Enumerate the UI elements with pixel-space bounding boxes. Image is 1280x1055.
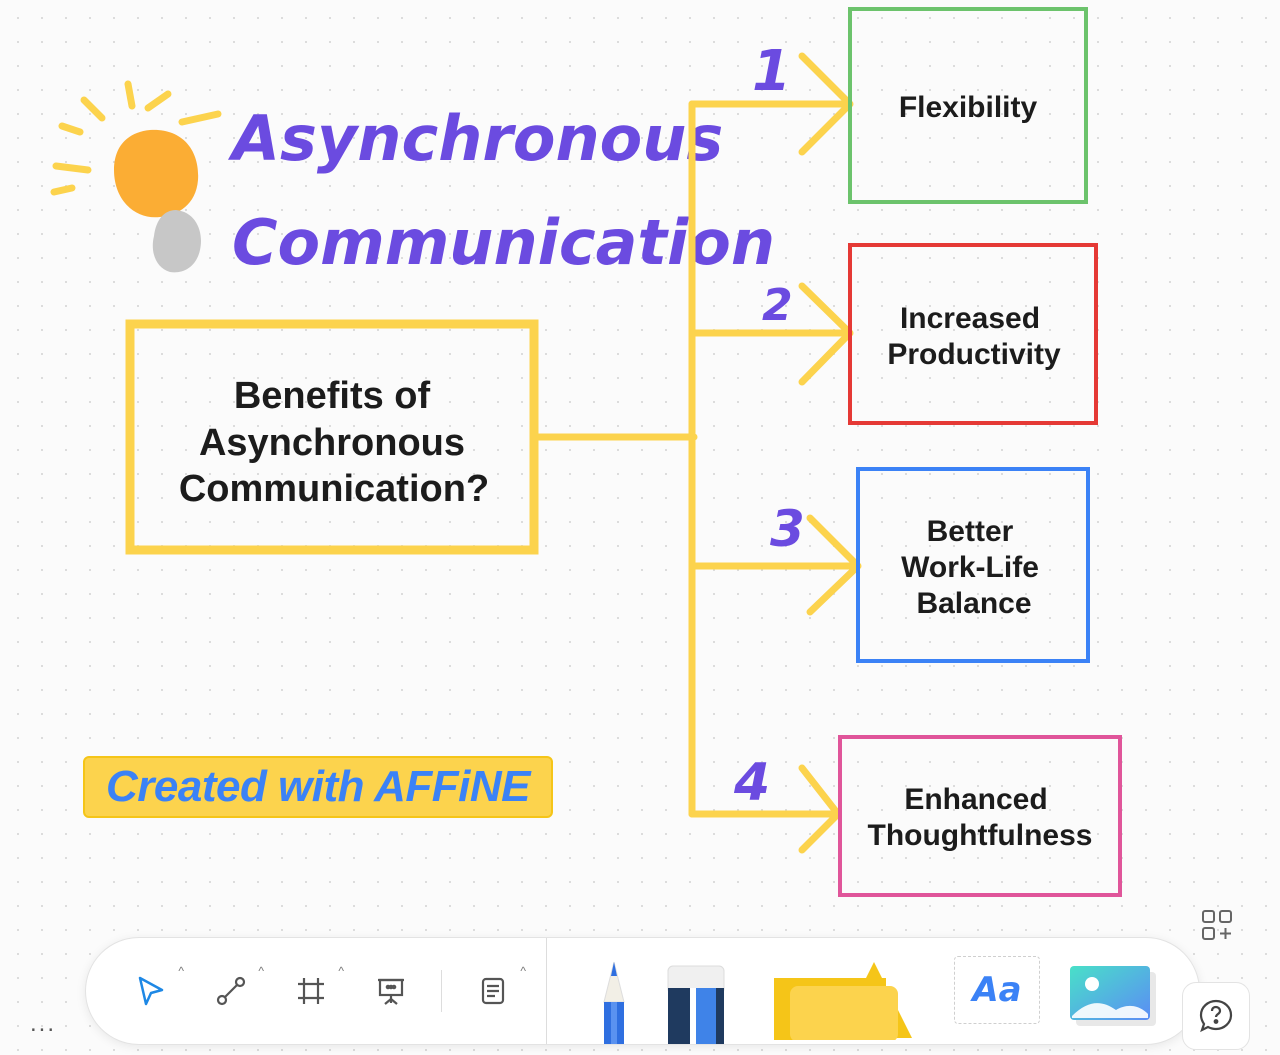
chevron-up-icon[interactable]: ^ (178, 964, 184, 978)
text-tool-button[interactable]: Aa (954, 956, 1040, 1024)
main-box-line-2: Asynchronous (199, 422, 465, 464)
arrowhead-4 (798, 764, 842, 854)
chevron-up-icon[interactable]: ^ (520, 964, 526, 978)
benefit-3-line-3: Balance (916, 587, 1031, 620)
main-box-line-3: Communication? (179, 468, 489, 510)
chevron-up-icon[interactable]: ^ (338, 964, 344, 978)
benefit-4-number: 4 (733, 753, 770, 813)
eraser-icon (667, 965, 725, 1044)
toolbar-divider (441, 970, 442, 1012)
image-icon (1070, 966, 1156, 1026)
frame-icon (298, 978, 324, 1004)
main-box-line-1: Benefits of (234, 375, 431, 417)
lightbulb-icon (50, 80, 222, 273)
benefit-2-line-2: Productivity (887, 338, 1061, 371)
presentation-tool-button[interactable] (368, 968, 414, 1014)
benefit-2-number: 2 (762, 280, 793, 331)
benefit-3-number: 3 (770, 500, 805, 558)
benefit-box-productivity[interactable]: Increased Productivity (848, 243, 1098, 425)
help-button[interactable] (1182, 982, 1250, 1050)
benefit-box-thoughtfulness[interactable]: Enhanced Thoughtfulness (838, 735, 1122, 897)
benefit-1-line-1: Flexibility (899, 91, 1038, 124)
pen-tool-button[interactable] (594, 958, 634, 1044)
toolbar-section-divider (546, 938, 547, 1044)
image-tool-button[interactable] (1068, 964, 1158, 1030)
benefit-3-line-2: Work-Life (901, 551, 1039, 584)
main-question-box[interactable]: Benefits of Asynchronous Communication? (125, 319, 539, 555)
connector-tool-button[interactable]: ^ (208, 964, 264, 1014)
note-icon (481, 977, 505, 1005)
shape-icon (774, 962, 912, 1042)
layout-grid-icon[interactable] (1200, 908, 1234, 942)
benefit-box-flexibility[interactable]: Flexibility (848, 7, 1088, 204)
pointer-icon (138, 976, 164, 1006)
shape-tool-button[interactable] (772, 960, 918, 1042)
benefit-1-number: 1 (752, 39, 791, 104)
benefit-box-work-life-balance[interactable]: Better Work-Life Balance (856, 467, 1090, 663)
edgeless-toolbar: ^ ^ ^ (85, 937, 1200, 1045)
benefit-4-line-2: Thoughtfulness (868, 819, 1093, 852)
presentation-icon (378, 978, 404, 1005)
benefit-3-line-1: Better (927, 515, 1014, 548)
benefit-2-line-1: Increased (900, 302, 1040, 335)
help-icon (1199, 999, 1233, 1033)
connector-icon (216, 976, 246, 1006)
title-line-1: Asynchronous (227, 102, 723, 175)
connector-lines[interactable] (530, 100, 860, 818)
select-tool-button[interactable]: ^ (128, 964, 184, 1014)
more-options-button[interactable]: ... (30, 1010, 57, 1037)
badge-text: Created with AFFiNE (105, 762, 531, 811)
note-tool-button[interactable]: ^ (470, 964, 526, 1014)
pencil-icon (603, 961, 625, 1044)
created-with-affine-badge[interactable]: Created with AFFiNE (83, 756, 553, 818)
chevron-up-icon[interactable]: ^ (258, 964, 264, 978)
eraser-tool-button[interactable] (666, 964, 726, 1044)
title-line-2: Communication (232, 206, 775, 279)
benefit-4-line-1: Enhanced (904, 783, 1047, 816)
frame-tool-button[interactable]: ^ (288, 964, 344, 1014)
